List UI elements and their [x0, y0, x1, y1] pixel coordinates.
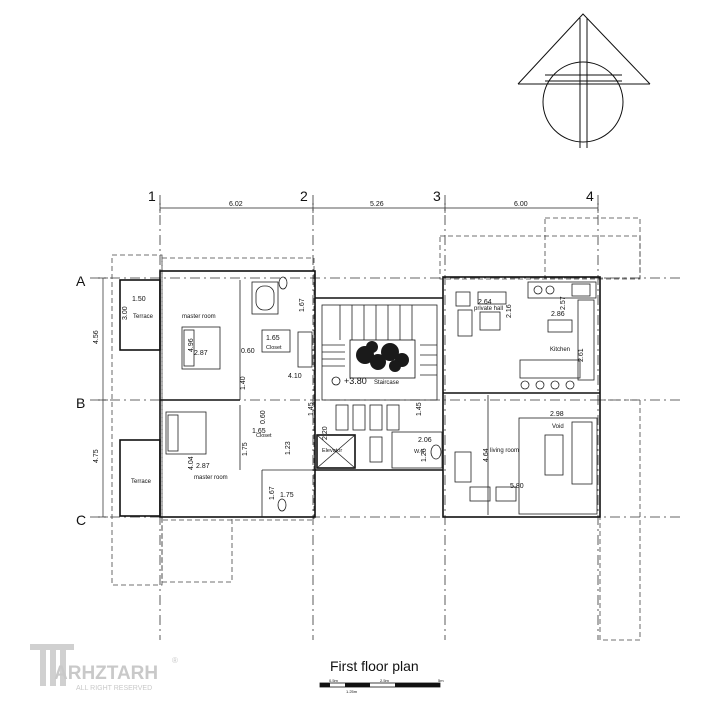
toilet-icon: [277, 276, 288, 512]
dim-closet-bottom-b: 1.75: [242, 442, 249, 456]
top-dimension-line: 6.02 5.26 6.00: [159, 201, 599, 213]
dim-hall-a: 4.10: [288, 373, 302, 380]
grid-row-a: A: [76, 273, 86, 289]
dim-wc-a: 2.06: [418, 437, 432, 444]
dim-kitchen-b: 2.86: [551, 311, 565, 318]
dim-stair-a: 2.20: [322, 426, 329, 440]
dim-bath-top: 1.67: [299, 298, 306, 312]
dim-closet-top-a: 1.65: [266, 335, 280, 342]
dim-void-w: 2.98: [550, 411, 564, 418]
grid-row-b: B: [76, 395, 85, 411]
dim-closet-bottom-c: 0.60: [260, 410, 267, 424]
grid-col-1: 1: [148, 188, 156, 204]
exterior-walls: [159, 270, 601, 518]
dim-level: +3.80: [344, 376, 367, 386]
scale-label-0: 0.5m: [329, 678, 339, 683]
span-b-c: 4.75: [93, 449, 100, 463]
dim-closet-top-b: 0.60: [241, 348, 255, 355]
scale-label-bottom: 1.25m: [346, 689, 358, 694]
dim-master-bottom-b: 2.87: [196, 463, 210, 470]
living-room-furniture-icon: [454, 421, 593, 502]
wc-toilet-icon: [430, 444, 442, 460]
label-terrace-top: Terrace: [133, 314, 154, 320]
label-private-hall: private hall: [474, 306, 503, 312]
closet-top-door: [261, 329, 313, 368]
dim-master-top-b: 2.87: [194, 350, 208, 357]
watermark-logo: [30, 644, 74, 686]
dim-hall-b: 1.40: [240, 376, 247, 390]
grid-labels: 1 2 3 4 A B C: [76, 188, 594, 528]
grid-col-4: 4: [586, 188, 594, 204]
label-void: Void: [552, 424, 564, 430]
terrace-bottom-outline: [119, 439, 161, 517]
bed-top-icon: [181, 326, 221, 370]
label-master-room-bottom: master room: [194, 475, 228, 481]
sofa-set-icon: [455, 291, 507, 337]
kitchen-counter-icon: [519, 281, 597, 390]
plan-title: First floor plan: [330, 658, 419, 674]
dim-private-hall-a: 2.64: [478, 299, 492, 306]
dim-master-top-a: 4.96: [188, 338, 195, 352]
span-2-3: 5.26: [370, 201, 384, 208]
dim-stair-b: 1.45: [308, 402, 315, 416]
dim-wc-b: 1.26: [421, 448, 428, 462]
dim-terrace-h: 3.00: [122, 306, 129, 320]
label-living-room: living room: [490, 448, 519, 454]
watermark-tagline: ALL RIGHT RESERVED: [76, 685, 152, 692]
dim-living-b: 5.80: [510, 483, 524, 490]
label-closet-bottom: Closet: [256, 433, 272, 439]
span-1-2: 6.02: [229, 201, 243, 208]
dim-master-bottom-a: 4.04: [188, 456, 195, 470]
dim-closet-bottom-a: 1.65: [252, 428, 266, 435]
stair-landing-steps: [335, 404, 400, 463]
dim-living-a: 4.64: [483, 448, 490, 462]
void-outline: [518, 417, 598, 515]
level-marker-icon: [331, 376, 341, 386]
watermark-brand: ARHZTARH: [54, 663, 158, 684]
label-closet-top: Closet: [266, 345, 282, 351]
label-kitchen: Kitchen: [550, 347, 570, 353]
dim-hall-c: 1.23: [285, 441, 292, 455]
dim-bath-bottom-b: 1.75: [280, 492, 294, 499]
dim-stair-c: 1.45: [416, 402, 423, 416]
terrace-top-outline: [119, 279, 161, 351]
grid-row-c: C: [76, 512, 86, 528]
label-wc: W.C: [414, 449, 424, 455]
grid-lines: [90, 195, 680, 640]
wc-outline: [391, 431, 443, 469]
scale-label-2: 5m: [438, 678, 444, 683]
scale-label-1: 2.5m: [380, 678, 390, 683]
label-terrace-bottom: Terrace: [131, 479, 152, 485]
watermark-registered: ®: [172, 656, 178, 665]
left-dimension-line: 4.56 4.75: [93, 277, 108, 518]
plant-icon: [356, 341, 409, 372]
dim-terrace-w: 1.50: [132, 296, 146, 303]
dim-private-hall-b: 2.16: [506, 304, 513, 318]
bathtub-icon: [251, 281, 279, 315]
label-staircase: Staircase: [374, 380, 400, 386]
span-3-4: 6.00: [514, 201, 528, 208]
scale-bar: [319, 682, 441, 688]
label-elevator: Elevator: [322, 448, 342, 454]
label-master-room-top: master room: [182, 314, 216, 320]
dim-kitchen-c: 2.61: [578, 348, 585, 362]
grid-col-2: 2: [300, 188, 308, 204]
elevator-icon: [316, 434, 356, 469]
north-arrow-icon: [517, 13, 651, 148]
dim-bath-bottom-a: 1.67: [269, 486, 276, 500]
dim-kitchen-a: 2.57: [560, 296, 567, 310]
span-a-b: 4.56: [93, 330, 100, 344]
bed-bottom-icon: [165, 411, 207, 455]
grid-col-3: 3: [433, 188, 441, 204]
